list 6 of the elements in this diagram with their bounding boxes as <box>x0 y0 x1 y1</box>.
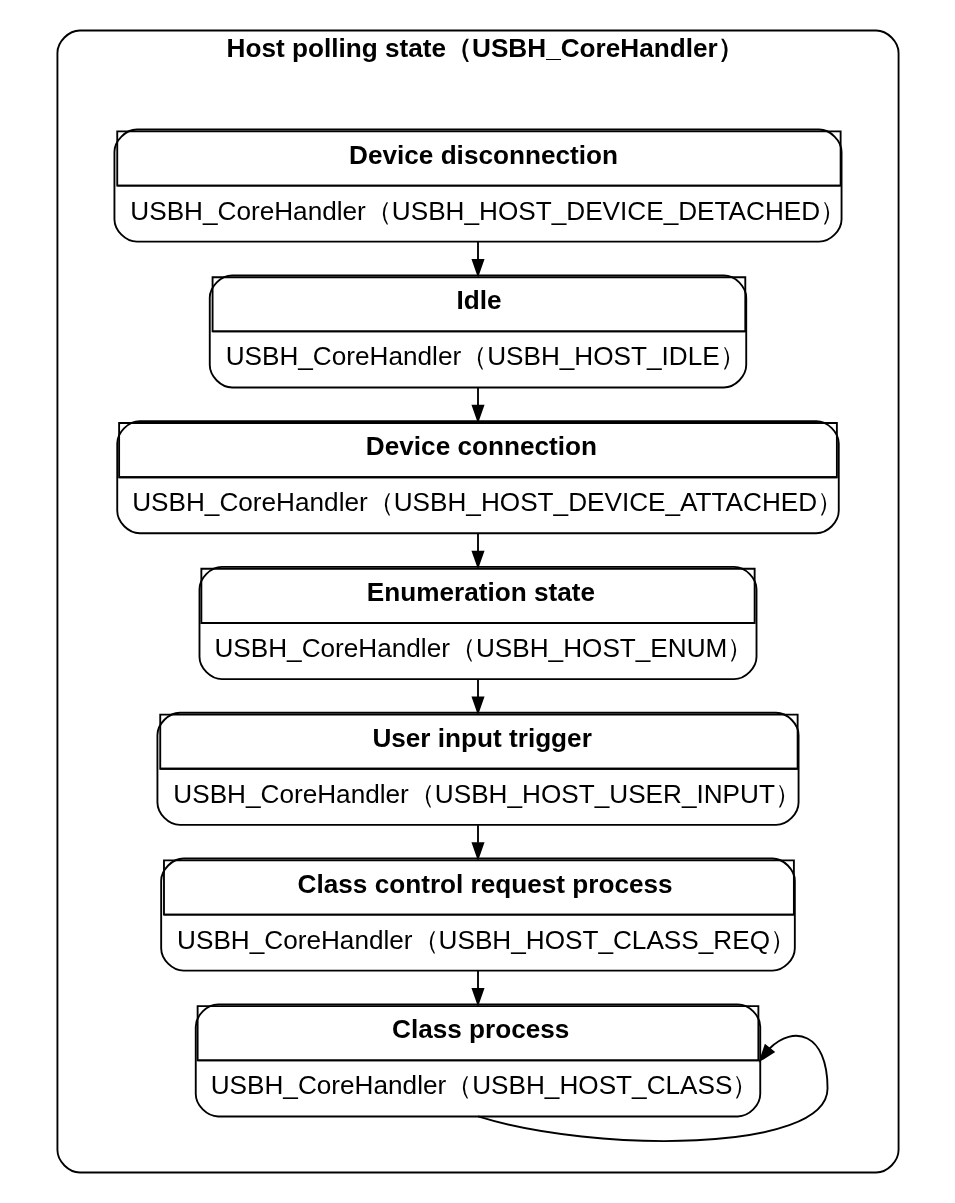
arrow <box>470 386 485 424</box>
arrow <box>470 532 485 570</box>
arrow <box>470 970 485 1007</box>
arrow <box>470 678 485 716</box>
arrow <box>470 241 485 278</box>
arrow <box>470 824 485 861</box>
